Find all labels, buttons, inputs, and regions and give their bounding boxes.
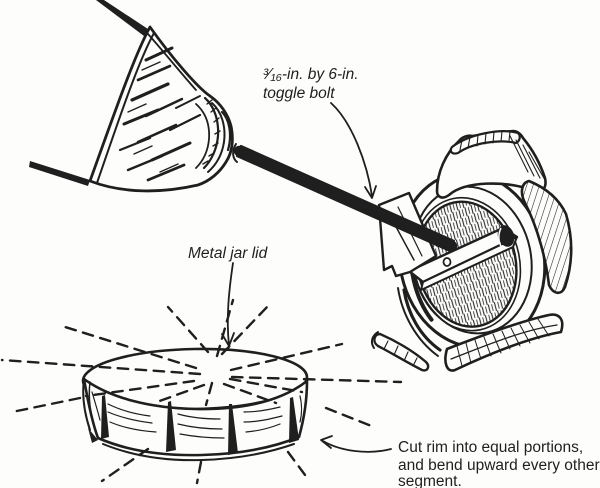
metal-jar-lid-label: Metal jar lid: [188, 245, 269, 262]
rim-cut-slots: [101, 395, 299, 455]
pointer-arrows: [221, 102, 392, 453]
toggle-bolt-label-line2: toggle bolt: [263, 85, 335, 102]
metal-jar-lid-arrow: [221, 262, 235, 347]
drill-chuck: [29, 0, 234, 193]
cut-rim-label-line2: and bend upward every other: [398, 457, 600, 474]
right-bent-flap: [520, 179, 573, 295]
toggle-bolt-rod: [232, 143, 458, 253]
toggle-wing: [407, 226, 519, 291]
bottom-right-bent-flap: [444, 313, 564, 372]
bolt-tip-nut: [497, 225, 515, 249]
chuck-collar: [195, 96, 232, 173]
cut-guide-dashed-lines: [0, 298, 403, 485]
bottom-left-bent-flap: [370, 331, 430, 372]
drill-body-edge-top: [96, 0, 154, 39]
chuck-hatching: [118, 46, 202, 182]
callout-labels: ³⁄₁₆-in. by 6-in. toggle bolt Metal jar …: [188, 66, 600, 488]
flat-jar-lid: [81, 347, 309, 462]
cut-rim-label-line1: Cut rim into equal portions,: [398, 439, 583, 456]
cut-rim-label-line3: segment.: [398, 473, 462, 488]
toggle-bolt-label-line1: ³⁄₁₆-in. by 6-in.: [263, 66, 359, 83]
rim-texture: [91, 391, 303, 439]
toggle-bolt-arrow: [330, 102, 377, 199]
drill-body-edge-bottom: [29, 161, 90, 186]
top-bent-flap: [435, 129, 547, 199]
cut-rim-arrow: [320, 435, 392, 453]
